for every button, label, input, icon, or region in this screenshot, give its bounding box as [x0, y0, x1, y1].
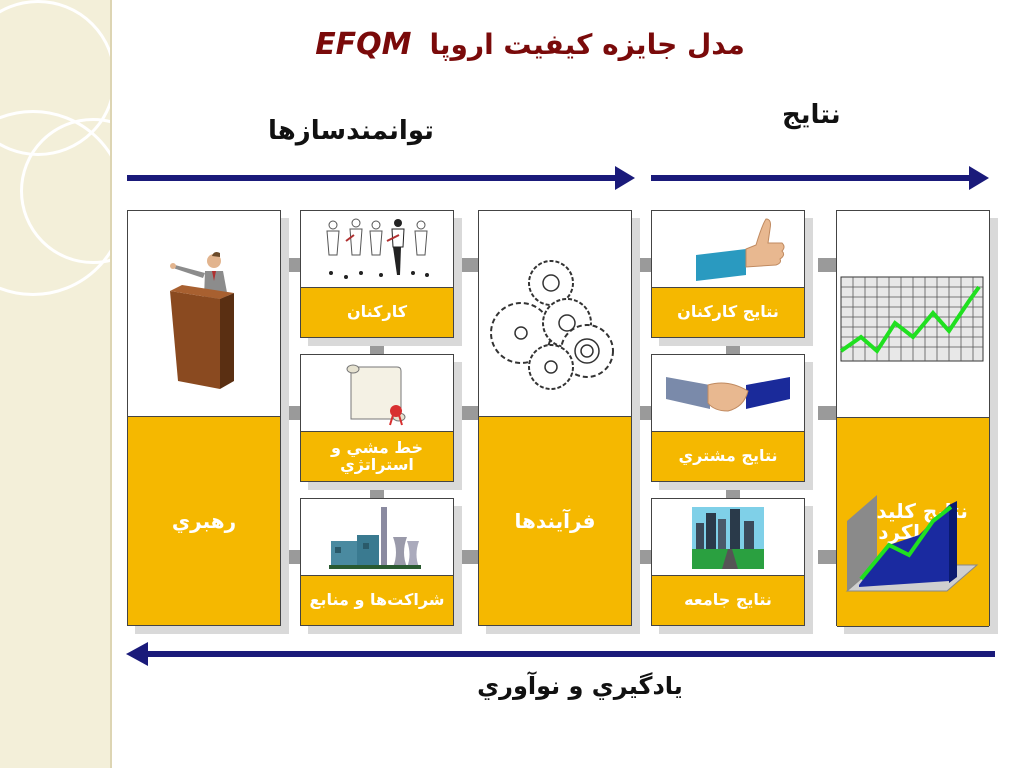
leadership-label: رهبري [128, 416, 280, 625]
partnerships-label: شراکت‌ها و منابع [301, 575, 453, 625]
city-skyline-icon [692, 507, 764, 569]
society-results-label: نتايج جامعه [652, 575, 804, 625]
people-picture [301, 211, 453, 287]
people-results-picture [652, 211, 804, 287]
connector [454, 550, 478, 564]
title-latin: EFQM [315, 26, 412, 62]
chart-3d-icon [845, 495, 979, 592]
customer-results-box: نتايج مشتري [651, 354, 805, 482]
people-results-label: نتايج کارکنان [652, 287, 804, 337]
handshake-icon [666, 377, 790, 412]
scroll-certificate-icon [346, 364, 406, 426]
decorative-left-strip [0, 0, 112, 768]
connector [630, 258, 651, 272]
connector [280, 550, 300, 564]
people-results-box: نتايج کارکنان [651, 210, 805, 338]
connector [818, 406, 836, 420]
thumbs-up-icon [696, 218, 785, 281]
society-results-box: نتايج جامعه [651, 498, 805, 626]
partnerships-box: شراکت‌ها و منابع [300, 498, 454, 626]
connector [280, 406, 300, 420]
page-title: مدل جایزه کیفیت اروپا EFQM [300, 22, 760, 66]
customer-results-picture [652, 355, 804, 431]
strategy-box: خط مشي و استراتژي [300, 354, 454, 482]
connector [370, 336, 384, 354]
processes-box: فرآيندها [478, 210, 632, 626]
connector [818, 550, 836, 564]
kpi-results-picture [837, 211, 989, 417]
strip-edge [110, 0, 112, 768]
factory-icon [329, 507, 421, 569]
leadership-picture [128, 211, 280, 417]
results-header: نتايج [782, 100, 841, 130]
connector [454, 406, 478, 420]
people-box: کارکنان [300, 210, 454, 338]
decorative-ring [0, 110, 112, 296]
title-main: مدل جایزه کیفیت اروپا [429, 27, 745, 61]
leadership-box: رهبري [127, 210, 281, 626]
partnerships-picture [301, 499, 453, 575]
connector [630, 406, 651, 420]
strategy-label: خط مشي و استراتژي [301, 431, 453, 481]
connector [726, 336, 740, 354]
people-group-icon [326, 218, 429, 279]
connector [370, 480, 384, 498]
enablers-arrow [127, 166, 635, 190]
connector [454, 258, 478, 272]
enablers-header: توانمندسازها [268, 116, 434, 146]
kpi-results-box: نتايج کليدي عملکرد [836, 210, 990, 627]
results-arrow [651, 166, 989, 190]
processes-label: فرآيندها [479, 416, 631, 625]
people-label: کارکنان [301, 287, 453, 337]
connector [630, 550, 651, 564]
line-chart-icon [839, 276, 984, 362]
customer-results-label: نتايج مشتري [652, 431, 804, 481]
gears-icon [490, 260, 614, 390]
processes-picture [479, 211, 631, 417]
connector [280, 258, 300, 272]
connector [726, 480, 740, 498]
learning-arrow [126, 642, 995, 666]
speaker-podium-icon [170, 252, 234, 389]
learning-innovation-label: يادگيري و نوآوري [477, 672, 683, 700]
strategy-picture [301, 355, 453, 431]
connector [818, 258, 836, 272]
society-results-picture [652, 499, 804, 575]
